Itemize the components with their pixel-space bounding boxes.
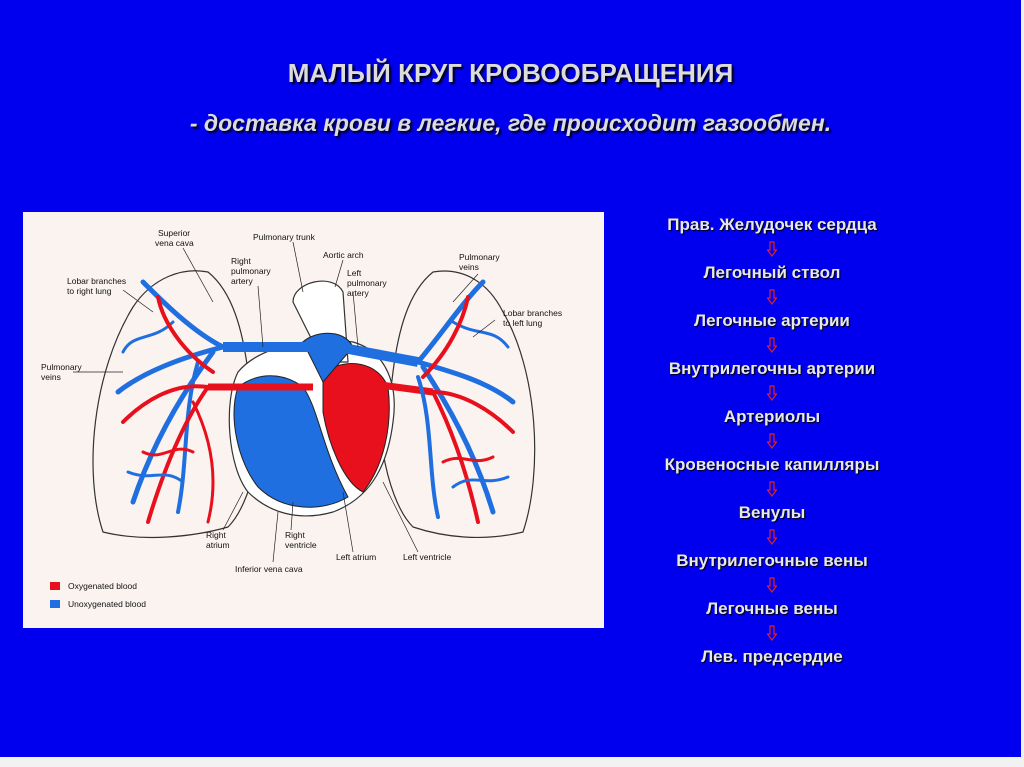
- label-superior-vena-cava-1: Superior: [158, 228, 190, 238]
- flow-step: Внутрилегочны артерии: [668, 359, 876, 378]
- slide-subtitle: - доставка крови в легкие, где происходи…: [189, 110, 832, 136]
- right-heart-chamber: [233, 375, 349, 508]
- label-left-pulmonary-artery-3: artery: [347, 288, 369, 298]
- label-left-pulmonary-artery-2: pulmonary: [347, 278, 387, 288]
- label-pulmonary-veins-left-1: Pulmonary: [41, 362, 82, 372]
- slide-title: МАЛЫЙ КРУГ КРОВООБРАЩЕНИЯ: [287, 58, 734, 88]
- down-outline-arrow-icon: [612, 331, 932, 358]
- down-outline-arrow-icon: [612, 235, 932, 262]
- flow-step: Венулы: [738, 503, 806, 522]
- label-left-ventricle: Left ventricle: [403, 552, 451, 562]
- flow-step: Внутрилегочные вены: [676, 551, 868, 570]
- label-lobar-right-2: to right lung: [67, 286, 112, 296]
- label-right-pulmonary-artery-1: Right: [231, 256, 251, 266]
- label-right-ventricle-1: Right: [285, 530, 305, 540]
- label-right-atrium-1: Right: [206, 530, 226, 540]
- leader-lines: [73, 241, 496, 563]
- label-lobar-left-1: Lobar branches: [503, 308, 562, 318]
- label-pulmonary-trunk: Pulmonary trunk: [253, 232, 316, 242]
- label-right-pulmonary-artery-2: pulmonary: [231, 266, 271, 276]
- right-lung-vessels: [115, 279, 226, 524]
- label-left-pulmonary-artery-1: Left: [347, 268, 362, 278]
- label-right-pulmonary-artery-3: artery: [231, 276, 253, 286]
- flow-step: Кровеносные капилляры: [664, 455, 880, 474]
- legend-oxygenated-swatch: [50, 582, 60, 590]
- pulmonary-circulation-diagram: Superior vena cava Pulmonary trunk Aorti…: [23, 212, 604, 628]
- down-outline-arrow-icon: [612, 619, 932, 646]
- label-right-atrium-2: atrium: [206, 540, 230, 550]
- down-outline-arrow-icon: [612, 475, 932, 502]
- label-pulmonary-veins-top-1: Pulmonary: [459, 252, 500, 262]
- legend-unoxygenated-label: Unoxygenated blood: [68, 599, 146, 609]
- down-outline-arrow-icon: [612, 571, 932, 598]
- down-outline-arrow-icon: [612, 427, 932, 454]
- label-aortic-arch: Aortic arch: [323, 250, 364, 260]
- left-pulmonary-artery: [337, 342, 419, 367]
- down-outline-arrow-icon: [612, 283, 932, 310]
- label-lobar-right-1: Lobar branches: [67, 276, 126, 286]
- left-heart-chamber: [322, 363, 390, 493]
- legend-unoxygenated-swatch: [50, 600, 60, 608]
- label-inferior-vena-cava: Inferior vena cava: [235, 564, 303, 574]
- label-lobar-left-2: to left lung: [503, 318, 542, 328]
- flow-step: Легочные вены: [706, 599, 838, 618]
- left-lung-vessels: [415, 279, 516, 524]
- flow-step: Лев. предсердие: [701, 647, 843, 666]
- label-left-atrium: Left atrium: [336, 552, 376, 562]
- flow-step: Артериолы: [723, 407, 821, 426]
- down-outline-arrow-icon: [612, 523, 932, 550]
- flow-step: Легочные артерии: [694, 311, 850, 330]
- down-outline-arrow-icon: [612, 379, 932, 406]
- label-right-ventricle-2: ventricle: [285, 540, 317, 550]
- flow-step: Легочный ствол: [703, 263, 841, 282]
- label-pulmonary-veins-left-2: veins: [41, 372, 61, 382]
- label-pulmonary-veins-top-2: veins: [459, 262, 479, 272]
- flow-step: Прав. Желудочек сердца: [667, 215, 877, 234]
- circulation-flow-list: Прав. Желудочек сердца Легочный ствол Ле…: [612, 214, 932, 667]
- label-superior-vena-cava-2: vena cava: [155, 238, 194, 248]
- legend-oxygenated-label: Oxygenated blood: [68, 581, 137, 591]
